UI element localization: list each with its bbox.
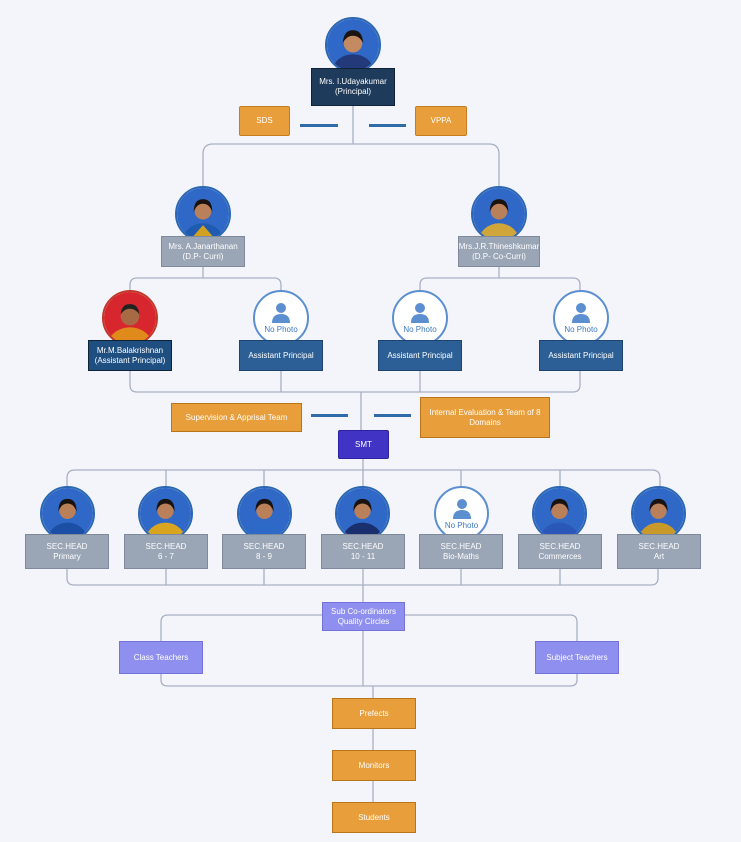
sds-dash [300,124,338,127]
person-icon [572,303,590,323]
sec-head-8-9-box[interactable]: SEC.HEAD 8 - 9 [222,534,306,569]
sec-head-commerces-photo [532,486,587,541]
students-label: Students [358,812,390,822]
class-teachers-box[interactable]: Class Teachers [119,641,203,674]
supervision-team-label: Supervision & Apprisal Team [185,412,288,422]
sec-head-title: SEC.HEAD [539,541,581,551]
sec-head-title: SEC.HEAD [243,541,285,551]
deputy-cocurri-name: Mrs.J.R.Thineshkumar [458,241,540,251]
assistant-1-box[interactable]: Mr.M.Balakrishnan (Assistant Principal) [88,340,172,371]
sds-label: SDS [256,116,273,125]
deputy-curri-name: Mrs. A.Janarthanan [168,241,238,251]
sec-head-6-7-photo [138,486,193,541]
sub-coordinators-line1: Sub Co-ordinators [331,606,396,616]
sec-head-6-7-box[interactable]: SEC.HEAD 6 - 7 [124,534,208,569]
assistant-2-box[interactable]: Assistant Principal [239,340,323,371]
assistant-3-nophoto: No Photo [392,290,448,346]
vppa-label: VPPA [430,116,452,125]
sec-head-bio-maths-nophoto: No Photo [434,486,489,541]
subject-teachers-box[interactable]: Subject Teachers [535,641,619,674]
smt-label: SMT [355,439,372,449]
prefects-box[interactable]: Prefects [332,698,416,729]
sec-head-commerces-box[interactable]: SEC.HEAD Commerces [518,534,602,569]
sec-head-sub: 8 - 9 [255,551,272,561]
no-photo-label: No Photo [564,325,598,334]
assistant-4-name: Assistant Principal [548,350,614,360]
sds-box[interactable]: SDS [239,106,290,136]
smt-box[interactable]: SMT [338,430,389,459]
deputy-cocurri-photo [471,186,527,242]
deputy-cocurri-title: (D.P- Co-Curri) [472,251,526,261]
deputy-cocurri-box[interactable]: Mrs.J.R.Thineshkumar (D.P- Co-Curri) [458,236,540,267]
sec-head-title: SEC.HEAD [638,541,680,551]
sub-coordinators-box[interactable]: Sub Co-ordinators Quality Circles [322,602,405,631]
sec-head-title: SEC.HEAD [342,541,384,551]
assistant-3-box[interactable]: Assistant Principal [378,340,462,371]
evaluation-dash [374,414,411,417]
assistant-1-photo [102,290,158,346]
no-photo-label: No Photo [264,325,298,334]
person-icon [411,303,429,323]
deputy-curri-box[interactable]: Mrs. A.Janarthanan (D.P- Curri) [161,236,245,267]
no-photo-label: No Photo [444,520,479,530]
evaluation-team-label: Internal Evaluation & Team of 8 Domains [429,407,541,427]
deputy-curri-photo [175,186,231,242]
sec-head-sub: 6 - 7 [157,551,174,561]
sec-head-bio-maths-box[interactable]: SEC.HEAD Bio-Maths [419,534,503,569]
supervision-dash [311,414,348,417]
monitors-box[interactable]: Monitors [332,750,416,781]
person-icon [452,498,471,519]
sec-head-primary-box[interactable]: SEC.HEAD Primary [25,534,109,569]
sec-head-10-11-photo [335,486,390,541]
vppa-box[interactable]: VPPA [415,106,467,136]
students-box[interactable]: Students [332,802,416,833]
sub-coordinators-line2: Quality Circles [337,616,390,626]
sec-head-sub: Primary [53,551,81,561]
assistant-2-nophoto: No Photo [253,290,309,346]
sec-head-title: SEC.HEAD [145,541,187,551]
assistant-4-nophoto: No Photo [553,290,609,346]
assistant-3-name: Assistant Principal [387,350,453,360]
sec-head-art-photo [631,486,686,541]
vppa-dash [369,124,406,127]
sec-head-art-box[interactable]: SEC.HEAD Art [617,534,701,569]
person-icon [272,303,290,323]
no-photo-label: No Photo [403,325,437,334]
deputy-curri-title: (D.P- Curri) [182,251,224,261]
monitors-label: Monitors [358,760,390,770]
sec-head-title: SEC.HEAD [440,541,482,551]
evaluation-team-box[interactable]: Internal Evaluation & Team of 8 Domains [420,397,550,438]
assistant-2-name: Assistant Principal [248,350,314,360]
supervision-team-box[interactable]: Supervision & Apprisal Team [171,403,302,432]
sec-head-sub: Commerces [538,551,582,561]
sec-head-10-11-box[interactable]: SEC.HEAD 10 - 11 [321,534,405,569]
sec-head-sub: Art [653,551,665,561]
principal-title: (Principal) [334,87,371,96]
assistant-1-title: (Assistant Principal) [94,355,166,365]
subject-teachers-label: Subject Teachers [546,652,608,662]
prefects-label: Prefects [359,708,389,718]
assistant-4-box[interactable]: Assistant Principal [539,340,623,371]
sec-head-sub: Bio-Maths [442,551,479,561]
sec-head-primary-photo [40,486,95,541]
assistant-1-name: Mr.M.Balakrishnan [96,345,164,355]
sec-head-title: SEC.HEAD [46,541,88,551]
class-teachers-label: Class Teachers [133,652,189,662]
principal-name: Mrs. I.Udayakumar [319,77,387,86]
principal-box[interactable]: Mrs. I.Udayakumar (Principal) [311,68,395,106]
sec-head-sub: 10 - 11 [350,551,376,561]
principal-photo [325,17,381,73]
sec-head-8-9-photo [237,486,292,541]
